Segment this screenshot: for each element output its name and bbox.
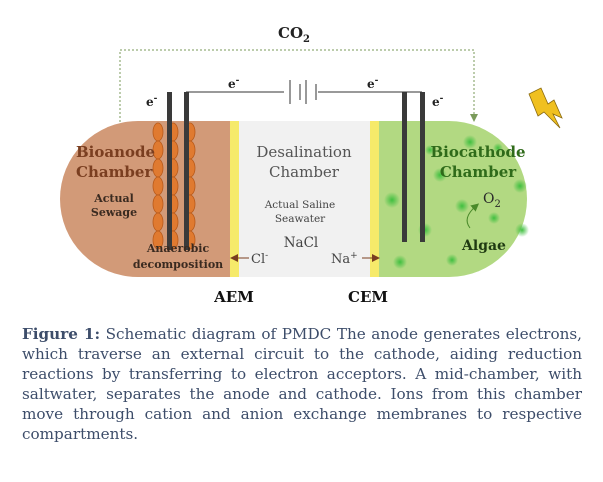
- algae-particles: [384, 135, 529, 269]
- desalination-chamber: [239, 121, 370, 277]
- electron-label-wire-left: e-: [228, 76, 240, 91]
- aem-label: AEM: [213, 288, 254, 306]
- caption-text: Schematic diagram of PMDC The anode gene…: [22, 325, 582, 443]
- cathode-electrode-left: [402, 92, 407, 242]
- cathode-electrode-right: [420, 92, 425, 242]
- sodium-ion-label: Na+: [331, 251, 358, 267]
- desalination-sub-line2: Seawater: [275, 213, 326, 225]
- sunlight-icon: [528, 87, 563, 129]
- co2-label: CO2: [278, 24, 310, 45]
- cem-label: CEM: [348, 288, 388, 306]
- chloride-ion-label: Cl-: [251, 251, 268, 267]
- bioanode-sub-line2: Sewage: [91, 206, 137, 219]
- biocathode-title-line2: Chamber: [440, 163, 517, 181]
- desalination-title-line2: Chamber: [269, 163, 340, 181]
- nacl-label: NaCl: [284, 235, 319, 251]
- cem-membrane: [370, 121, 379, 277]
- anode-electrode-right: [184, 92, 189, 250]
- external-circuit: [186, 80, 422, 104]
- o2-arrow: [466, 203, 480, 229]
- electron-label-wire-right: e-: [367, 76, 379, 91]
- desalination-title-line1: Desalination: [256, 143, 352, 161]
- co2-arrow-head: [470, 114, 478, 122]
- figure-label: Figure 1:: [22, 325, 101, 343]
- electrodes: [167, 92, 425, 250]
- bioanode-chamber: [60, 121, 232, 277]
- biocathode-title-line1: Biocathode: [430, 143, 525, 161]
- bioanode-process-line2: decomposition: [133, 258, 223, 271]
- bioanode-title-line2: Chamber: [76, 163, 153, 181]
- bioanode-title-line1: Bioanode: [76, 143, 155, 161]
- electron-label-cathode: e-: [432, 94, 444, 109]
- electron-label-anode: e-: [146, 94, 158, 109]
- anode-electrode-left: [167, 92, 172, 250]
- pmdc-diagram: CO2 e- e- e- e- Bioanode Chamber Actual …: [60, 24, 563, 306]
- bioanode-sub-line1: Actual: [93, 192, 134, 205]
- bioanode-process-line1: Anaerobic: [146, 242, 210, 255]
- figure-caption: Figure 1: Schematic diagram of PMDC The …: [22, 324, 582, 444]
- o2-label: O2: [483, 191, 501, 210]
- co2-loop: [119, 49, 475, 122]
- algae-label: Algae: [461, 238, 506, 254]
- aem-membrane: [230, 121, 239, 277]
- desalination-sub-line1: Actual Saline: [264, 199, 336, 211]
